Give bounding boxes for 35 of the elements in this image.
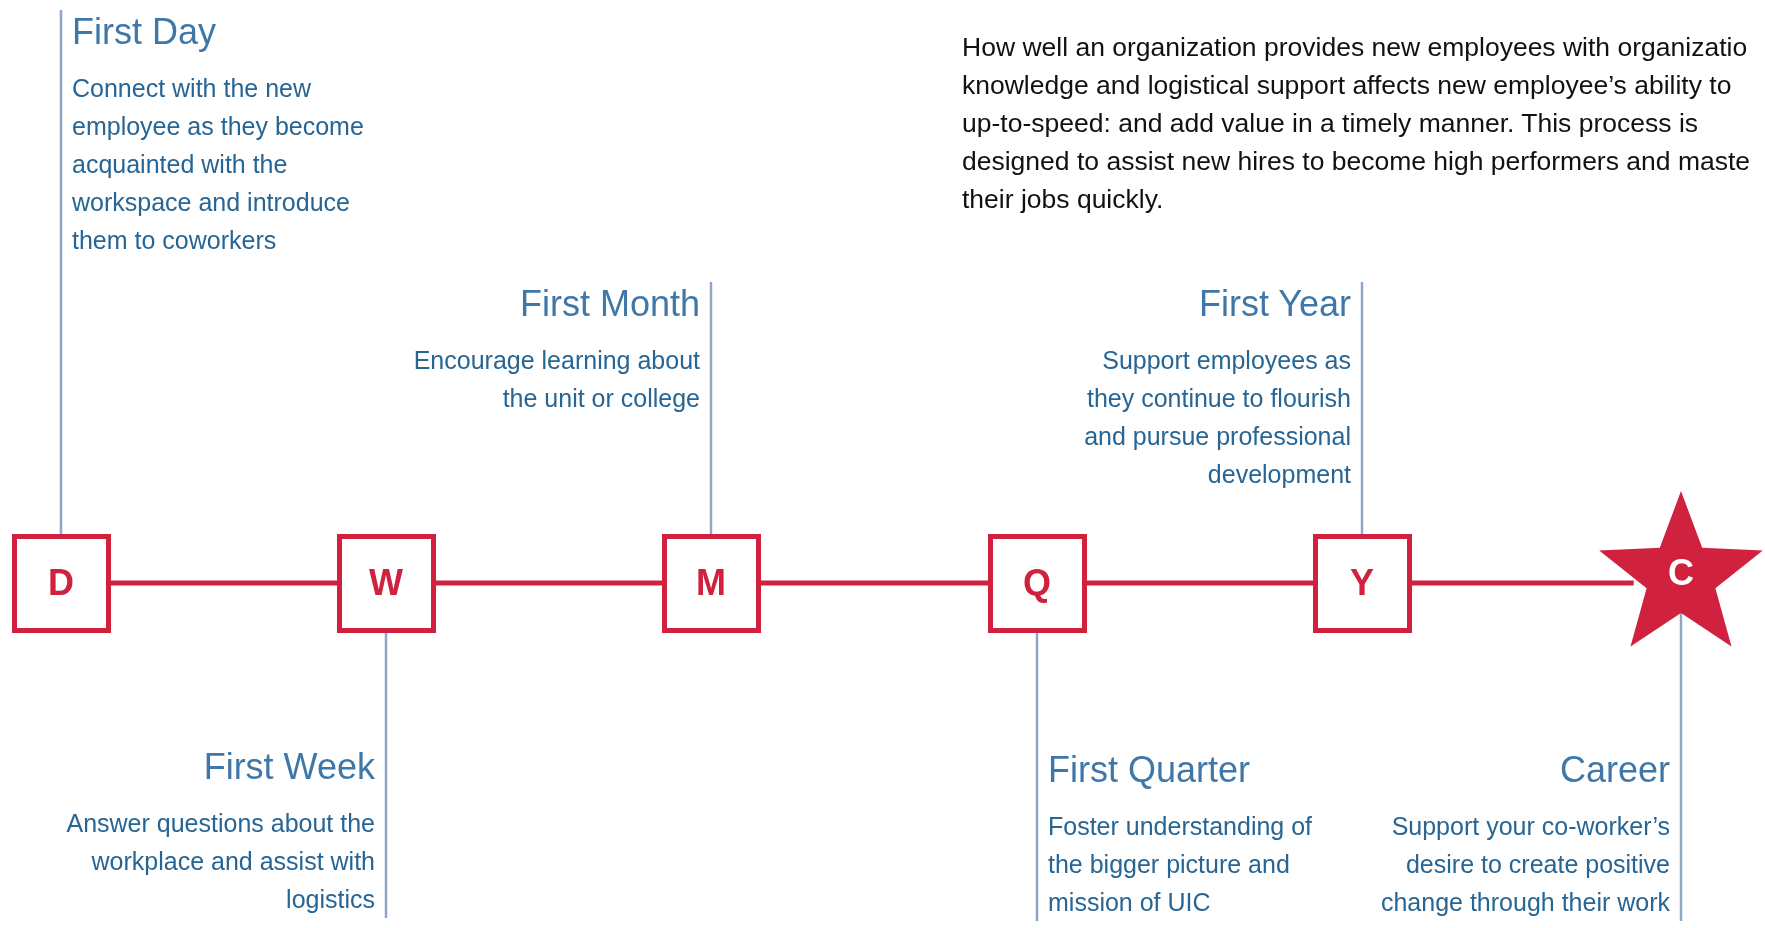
stage-description: Support your co-worker’s desire to create positive change through their work [1379,811,1670,919]
stage-description: Answer questions about the workplace and assist with logistics [66,808,375,916]
milestone-letter: M [696,565,726,601]
stage-heading: Career [1558,748,1670,792]
milestone-letter: D [48,565,74,601]
leader-line [384,633,388,918]
milestone-box [11,533,111,633]
timeline-line [1412,580,1634,586]
stage-description: Support employees as they continue to flourish and pursue professional development [1083,345,1351,491]
stage-heading: First Quarter [1048,748,1252,792]
timeline-line [111,580,337,586]
leader-line [1679,613,1683,921]
milestone-letter: Y [1350,565,1374,601]
timeline-line [436,580,662,586]
milestone-letter: Q [1023,565,1051,601]
leader-line [1035,633,1039,921]
milestone-box [1312,533,1412,633]
timeline-line [1087,580,1313,586]
stage-heading: First Week [202,745,375,789]
stage-heading: First Day [72,10,217,54]
leader-line [59,10,63,534]
intro-paragraph: How well an organization provides new employees with organizatio knowledge and logistical support affects new employee’s ability to up-to-speed: and add value in a timely manner. This process is designed to assist new hires to become high performers and maste their jobs quickly. [962,31,1752,216]
timeline-line [761,580,988,586]
milestone-box [336,533,436,633]
leader-line [1360,282,1364,534]
milestone-letter: C [1667,555,1695,591]
leader-line [709,282,713,534]
milestone-letter: W [369,565,403,601]
milestone-box [661,533,761,633]
stage-heading: First Month [518,282,700,326]
stage-description: Connect with the new employee as they become acquainted with the workspace and introduce them to coworkers [72,73,365,257]
stage-description: Foster understanding of the bigger picture and mission of UIC [1048,811,1314,919]
milestone-box [987,533,1087,633]
stage-heading: First Year [1197,282,1351,326]
stage-description: Encourage learning about the unit or college [412,345,700,415]
